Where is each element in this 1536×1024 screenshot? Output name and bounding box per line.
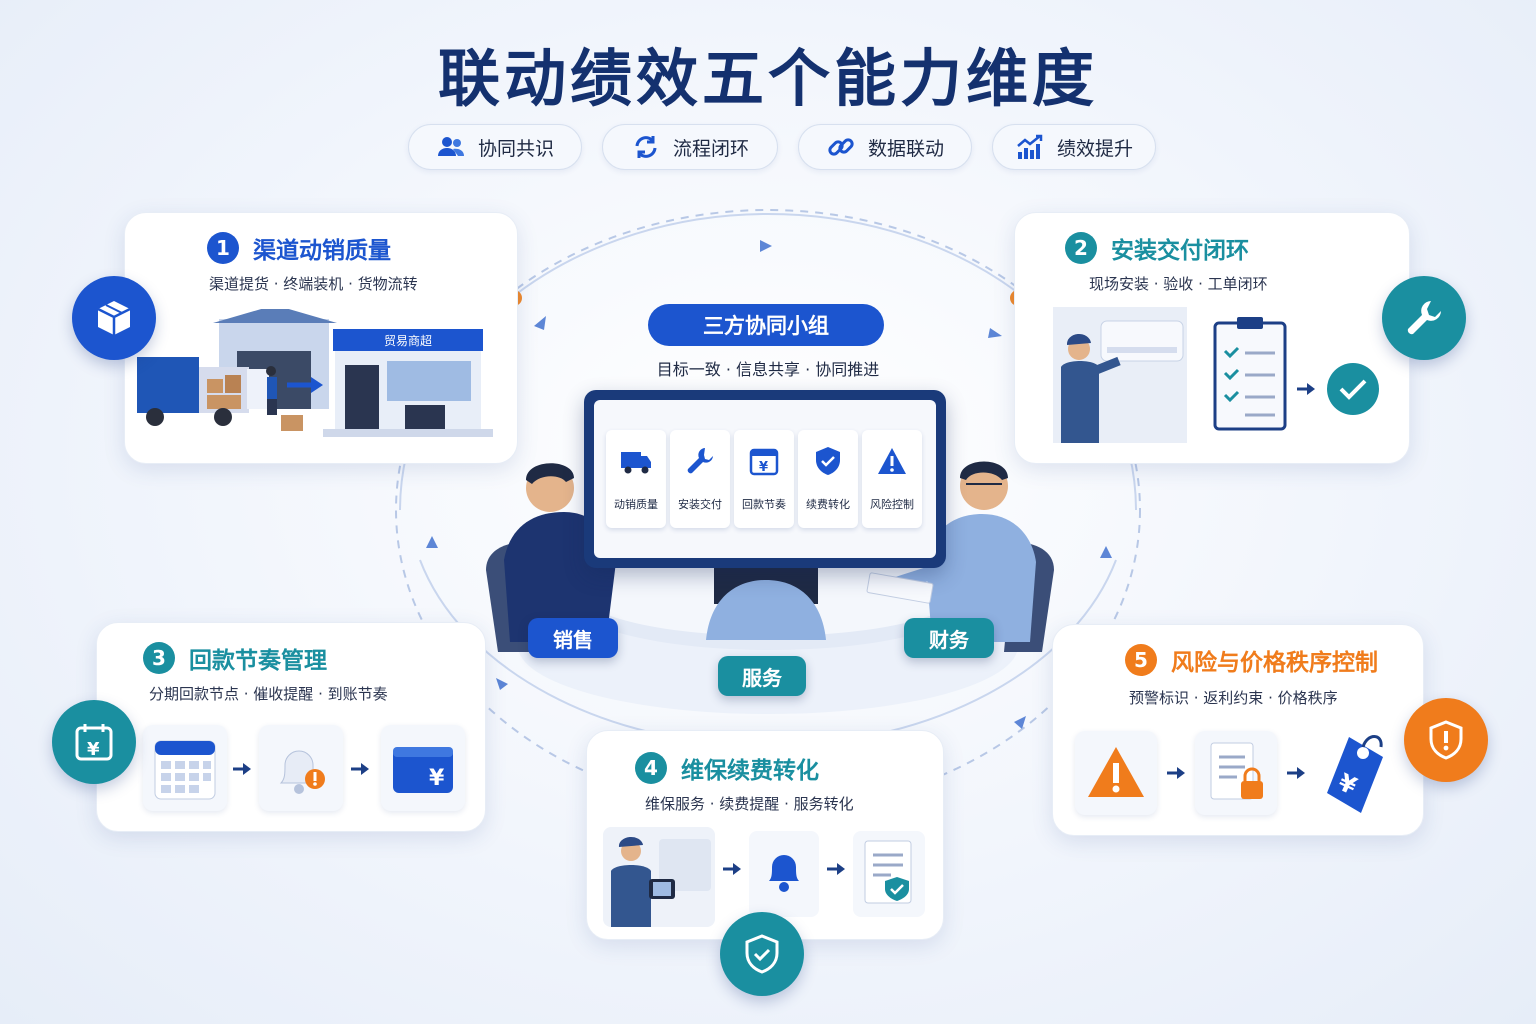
tag-label: 数据联动 <box>867 137 944 160</box>
bell-alert-icon <box>279 750 325 794</box>
price-tag-icon: ¥ <box>1327 735 1383 813</box>
box-icon-badge <box>72 276 156 360</box>
tag-consensus: 协同共识 <box>408 124 582 170</box>
arrow-right-icon <box>233 763 251 775</box>
maintenance-illustration <box>603 827 925 927</box>
growth-chart-icon <box>1017 134 1043 159</box>
screen-module-renewal: 续费转化 <box>798 430 858 528</box>
tag-label: 协同共识 <box>477 137 554 160</box>
warning-icon <box>878 448 906 474</box>
screen-module-payment: ¥ 回款节奏 <box>734 430 794 528</box>
dashboard-screen: 动销质量 安装交付 ¥ 回款节奏 续费转化 风险控制 <box>594 400 936 558</box>
orbit-arrow <box>534 316 546 330</box>
shield-alert-icon <box>1429 720 1463 760</box>
store-sign: 贸易商超 <box>384 333 432 348</box>
installation-illustration <box>1053 307 1379 443</box>
dimension-card-5: 5 风险与价格秩序控制 预警标识 · 返利约束 · 价格秩序 ¥ <box>1052 624 1424 836</box>
dimension-number: 5 <box>1125 644 1157 676</box>
role-service: 服务 <box>718 656 806 696</box>
tag-label: 绩效提升 <box>1056 137 1133 160</box>
wrench-icon <box>1407 301 1441 335</box>
screen-module-installation: 安装交付 <box>670 430 730 528</box>
shield-alert-icon-badge <box>1404 698 1488 782</box>
logistics-illustration: 贸易商超 <box>137 309 493 437</box>
dashboard-monitor: 动销质量 安装交付 ¥ 回款节奏 续费转化 风险控制 <box>584 390 946 568</box>
document-lock-icon <box>1210 742 1263 800</box>
link-icon <box>828 138 854 156</box>
tools-icon <box>687 448 713 474</box>
role-finance: 财务 <box>904 618 994 658</box>
shield-check-icon <box>745 934 779 974</box>
truck-icon <box>621 452 651 474</box>
users-icon <box>437 137 464 156</box>
dimension-subtitle: 分期回款节点 · 催收提醒 · 到账节奏 <box>149 685 388 703</box>
warning-icon <box>1088 747 1144 797</box>
box-icon <box>97 301 131 335</box>
tag-data-link: 数据联动 <box>798 124 972 170</box>
rebate-lock-tile <box>1195 731 1277 815</box>
wallet-yen-icon: ¥ <box>393 747 453 793</box>
dimension-title: 维保续费转化 <box>681 758 819 784</box>
dimension-number: 2 <box>1065 232 1097 264</box>
dimension-card-2: 2 安装交付闭环 现场安装 · 验收 · 工单闭环 <box>1014 212 1410 464</box>
calendar-yen-icon: ¥ <box>749 448 779 476</box>
svg-text:¥: ¥ <box>87 739 100 760</box>
tag-process-loop: 流程闭环 <box>602 124 778 170</box>
dimension-number: 3 <box>143 642 175 674</box>
dimension-subtitle: 维保服务 · 续费提醒 · 服务转化 <box>645 795 854 813</box>
tag-label: 流程闭环 <box>672 137 749 160</box>
wrench-icon-badge <box>1382 276 1466 360</box>
orbit-arrow <box>426 536 438 548</box>
dimension-number: 4 <box>635 752 667 784</box>
calendar-yen-icon-badge: ¥ <box>52 700 136 784</box>
reminder-tile <box>259 725 343 811</box>
dimension-card-4: 4 维保续费转化 维保服务 · 续费提醒 · 服务转化 <box>586 730 944 940</box>
screen-module-sales-quality: 动销质量 <box>606 430 666 528</box>
dimension-subtitle: 预警标识 · 返利约束 · 价格秩序 <box>1129 689 1338 707</box>
dimension-title: 渠道动销质量 <box>253 238 391 264</box>
orbit-arrow <box>1100 546 1112 558</box>
dimension-subtitle: 渠道提货 · 终端装机 · 货物流转 <box>209 275 418 293</box>
team-label: 三方协同小组 <box>648 304 884 346</box>
dimension-title: 回款节奏管理 <box>189 648 327 674</box>
calendar-yen-icon: ¥ <box>75 724 113 761</box>
refresh-icon <box>635 136 657 158</box>
page-title: 联动绩效五个能力维度 <box>437 42 1098 115</box>
dimension-title: 风险与价格秩序控制 <box>1171 650 1378 676</box>
orbit-arrow <box>988 328 1002 338</box>
svg-text:¥: ¥ <box>429 766 445 791</box>
orbit-arrow <box>1014 716 1026 729</box>
shield-check-icon-badge <box>720 912 804 996</box>
shield-check-icon <box>816 447 840 475</box>
dimension-subtitle: 现场安装 · 验收 · 工单闭环 <box>1089 275 1268 293</box>
dimension-card-3: 3 回款节奏管理 分期回款节点 · 催收提醒 · 到账节奏 ¥ <box>96 622 486 832</box>
arrow-right-icon <box>1167 767 1185 779</box>
orbit-arrow <box>496 678 508 690</box>
svg-text:¥: ¥ <box>759 460 768 475</box>
role-sales: 销售 <box>528 618 618 658</box>
tag-performance: 绩效提升 <box>992 124 1156 170</box>
team-subtitle: 目标一致 · 信息共享 · 协同推进 <box>656 360 880 379</box>
dimension-card-1: 1 渠道动销质量 渠道提货 · 终端装机 · 货物流转 贸易商超 <box>124 212 518 464</box>
warning-tile <box>1075 731 1157 815</box>
calendar-icon <box>154 740 216 800</box>
orbit-arrow <box>760 240 772 252</box>
arrow-right-icon <box>1287 767 1305 779</box>
payment-tile: ¥ <box>381 725 465 811</box>
arrow-right-icon <box>351 763 369 775</box>
dimension-title: 安装交付闭环 <box>1111 238 1249 264</box>
calendar-tile <box>143 725 227 811</box>
dimension-number: 1 <box>207 232 239 264</box>
screen-module-risk: 风险控制 <box>862 430 922 528</box>
